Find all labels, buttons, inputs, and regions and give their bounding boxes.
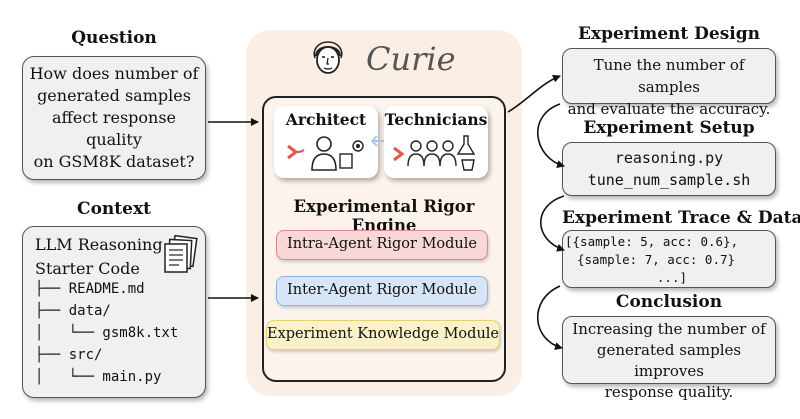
context-heading: Context: [77, 199, 151, 219]
question-heading: Question: [71, 28, 157, 48]
arrow-design-to-setup: [536, 103, 565, 169]
question-box: How does number of generated samples aff…: [22, 56, 206, 180]
technicians-label: Technicians: [384, 110, 488, 129]
intra-agent-rigor-module: Intra-Agent Rigor Module: [276, 230, 488, 260]
file-tree-line: ├── src/: [35, 347, 103, 363]
trace-line: [{sample: 5, acc: 0.6},: [565, 234, 739, 249]
technicians-icon: [393, 135, 476, 171]
inter-agent-rigor-module: Inter-Agent Rigor Module: [276, 276, 488, 306]
experiment-trace-box: [{sample: 5, acc: 0.6}, {sample: 7, acc:…: [562, 230, 776, 288]
conclusion-line: response quality.: [604, 383, 734, 401]
bidirectional-arrow-icon: [371, 135, 393, 147]
architect-icon: [287, 136, 364, 171]
context-box: LLM Reasoning Starter Code ├── README.md…: [22, 226, 206, 398]
experiment-trace-heading: Experiment Trace & Data: [562, 208, 800, 228]
setup-file-line: reasoning.py: [614, 149, 724, 167]
question-line: How does number of: [29, 64, 199, 83]
conclusion-line: Increasing the number of: [572, 320, 766, 338]
architect-card: Architect: [274, 106, 378, 178]
architect-label: Architect: [285, 110, 367, 129]
setup-file-line: tune_num_sample.sh: [587, 171, 751, 189]
context-title-line: Starter Code: [35, 259, 140, 278]
documents-icon: [164, 235, 198, 273]
experiment-design-box: Tune the number of samples and evaluate …: [562, 48, 776, 118]
experiment-setup-heading: Experiment Setup: [583, 118, 755, 138]
curie-title: Curie: [366, 40, 456, 78]
design-line: and evaluate the accuracy.: [567, 100, 771, 118]
design-line: Tune the number of samples: [593, 56, 745, 96]
experiment-design-heading: Experiment Design: [578, 24, 760, 44]
experiment-knowledge-module: Experiment Knowledge Module: [266, 320, 500, 350]
conclusion-box: Increasing the number of generated sampl…: [562, 316, 776, 401]
file-tree-line: │ └── main.py: [35, 369, 162, 385]
trace-line: ...]: [656, 270, 687, 285]
context-title-line: LLM Reasoning: [35, 235, 163, 254]
arrow-engine-to-design: [507, 74, 561, 113]
file-tree-line: │ └── gsm8k.txt: [35, 325, 179, 341]
file-tree-line: ├── data/: [35, 303, 111, 319]
arrow-setup-to-trace: [539, 195, 565, 252]
technicians-card: Technicians: [384, 106, 488, 178]
curie-face-icon: [313, 41, 343, 74]
question-line: on GSM8K dataset?: [33, 152, 195, 171]
question-line: affect response quality: [51, 108, 177, 149]
file-tree-line: ├── README.md: [35, 281, 145, 297]
trace-line: {sample: 7, acc: 0.7}: [577, 252, 736, 267]
conclusion-line: generated samples improves: [596, 341, 742, 380]
arrow-trace-to-conclusion: [536, 285, 563, 351]
experiment-setup-box: reasoning.py tune_num_sample.sh: [562, 142, 776, 196]
question-line: generated samples: [37, 86, 191, 105]
conclusion-heading: Conclusion: [615, 292, 723, 312]
